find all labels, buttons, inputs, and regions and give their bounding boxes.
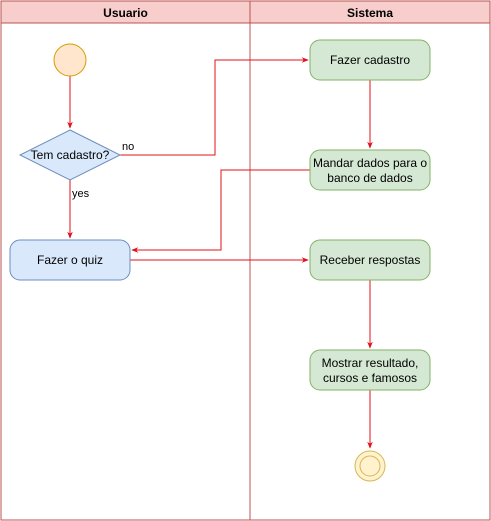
edge-label-no: no xyxy=(122,141,134,153)
swimlane-sistema: Sistema xyxy=(249,0,491,521)
lane-sistema-title: Sistema xyxy=(347,6,393,20)
edge-mandar-to-quiz xyxy=(131,169,310,253)
action-mandar-dados-shape xyxy=(309,149,431,191)
start-node[interactable] xyxy=(53,43,87,77)
action-mostrar-resultado[interactable]: Mostrar resultado, cursos e famosos xyxy=(309,349,431,391)
swimlane-usuario: Usuario xyxy=(0,0,251,521)
lane-usuario-title: Usuario xyxy=(103,6,148,20)
edge-decision-to-cadastro xyxy=(120,57,309,156)
action-mandar-dados-label-line2: banco de dados xyxy=(327,171,412,185)
action-mandar-dados[interactable]: Mandar dados para o banco de dados xyxy=(309,149,431,191)
end-node-inner xyxy=(359,455,381,477)
action-receber-respostas-label: Receber respostas xyxy=(320,253,421,267)
edge-label-yes: yes xyxy=(72,188,90,200)
edges xyxy=(67,57,373,449)
action-mostrar-resultado-label-line1: Mostrar resultado, xyxy=(322,356,419,370)
decision-shape xyxy=(18,129,122,181)
action-fazer-o-quiz-label: Fazer o quiz xyxy=(37,253,103,267)
action-mostrar-resultado-shape xyxy=(309,349,431,391)
action-fazer-cadastro[interactable]: Fazer cadastro xyxy=(309,39,431,81)
decision-label: Tem cadastro? xyxy=(31,148,110,162)
action-fazer-cadastro-shape xyxy=(309,39,431,81)
action-fazer-cadastro-label: Fazer cadastro xyxy=(330,53,410,67)
action-mandar-dados-label-line1: Mandar dados para o xyxy=(313,156,427,170)
action-receber-respostas[interactable]: Receber respostas xyxy=(309,239,431,281)
decision-tem-cadastro[interactable]: Tem cadastro? xyxy=(18,129,122,181)
lane-sistema-body xyxy=(249,22,491,521)
end-node[interactable] xyxy=(354,450,386,482)
action-mostrar-resultado-label-line2: cursos e famosos xyxy=(323,371,417,385)
action-receber-respostas-shape xyxy=(309,239,431,281)
action-fazer-o-quiz-shape xyxy=(9,239,131,281)
action-fazer-o-quiz[interactable]: Fazer o quiz xyxy=(9,239,131,281)
